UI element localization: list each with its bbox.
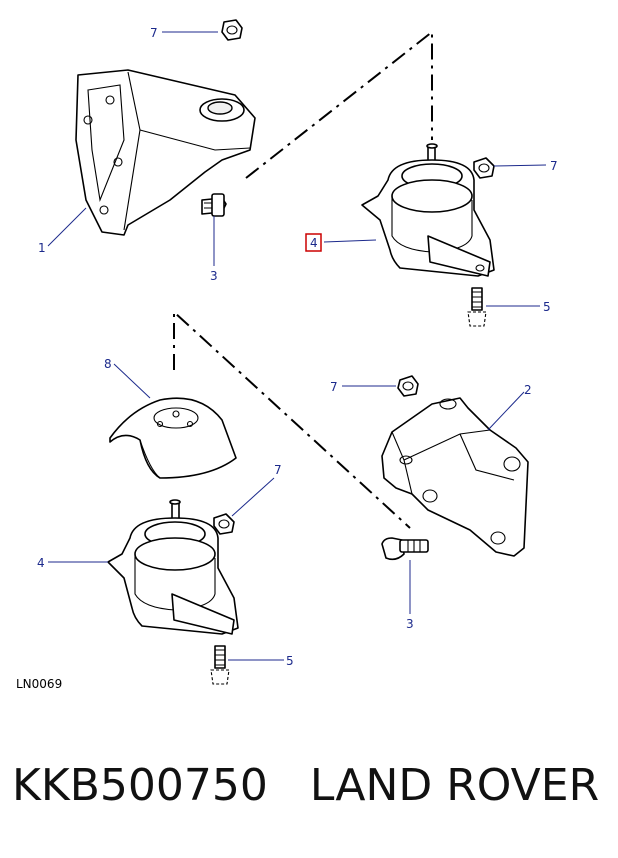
nut-top	[221, 19, 243, 41]
callout-7-top: 7	[150, 26, 158, 40]
bolt-lower	[381, 537, 429, 561]
callout-3-upper: 3	[210, 269, 218, 283]
brand-name: LAND ROVER	[309, 760, 600, 811]
caption-spacer	[268, 760, 310, 811]
lower-mount	[107, 499, 239, 635]
bolt-upper	[201, 193, 227, 217]
upper-bracket	[75, 69, 256, 236]
callout-4-highlight-box	[305, 233, 322, 252]
nut-right-middle	[397, 375, 419, 397]
callout-7-right-middle: 7	[330, 380, 338, 394]
callout-7-lower-left: 7	[274, 463, 282, 477]
callout-3-lower: 3	[406, 617, 414, 631]
parts-diagram: 7 1 3 4 7 5 8 7 2 7 4 3 5 LN0069	[16, 19, 558, 691]
lower-bracket	[381, 397, 529, 557]
part-number: KKB500750	[12, 760, 268, 811]
assembly-lines	[173, 29, 433, 529]
diagram-reference: LN0069	[16, 677, 62, 691]
upper-mount	[361, 143, 495, 277]
callout-5-lower: 5	[286, 654, 294, 668]
stud-upper	[467, 287, 487, 327]
stud-lower	[210, 645, 230, 685]
nut-lower-left	[213, 513, 235, 535]
callout-8: 8	[104, 357, 112, 371]
part-caption: KKB500750 LAND ROVER	[0, 760, 618, 830]
callout-4-upper: 4	[310, 236, 318, 250]
callout-4-lower: 4	[37, 556, 45, 570]
callout-1: 1	[38, 241, 46, 255]
callout-7-upper-right: 7	[550, 159, 558, 173]
callouts: 7 1 3 4 7 5 8 7 2 7 4 3 5	[37, 26, 558, 668]
nut-upper-right	[473, 157, 495, 179]
callout-2: 2	[524, 383, 532, 397]
leader-lines	[47, 31, 547, 661]
callout-5-upper: 5	[543, 300, 551, 314]
heat-shield	[109, 397, 237, 479]
